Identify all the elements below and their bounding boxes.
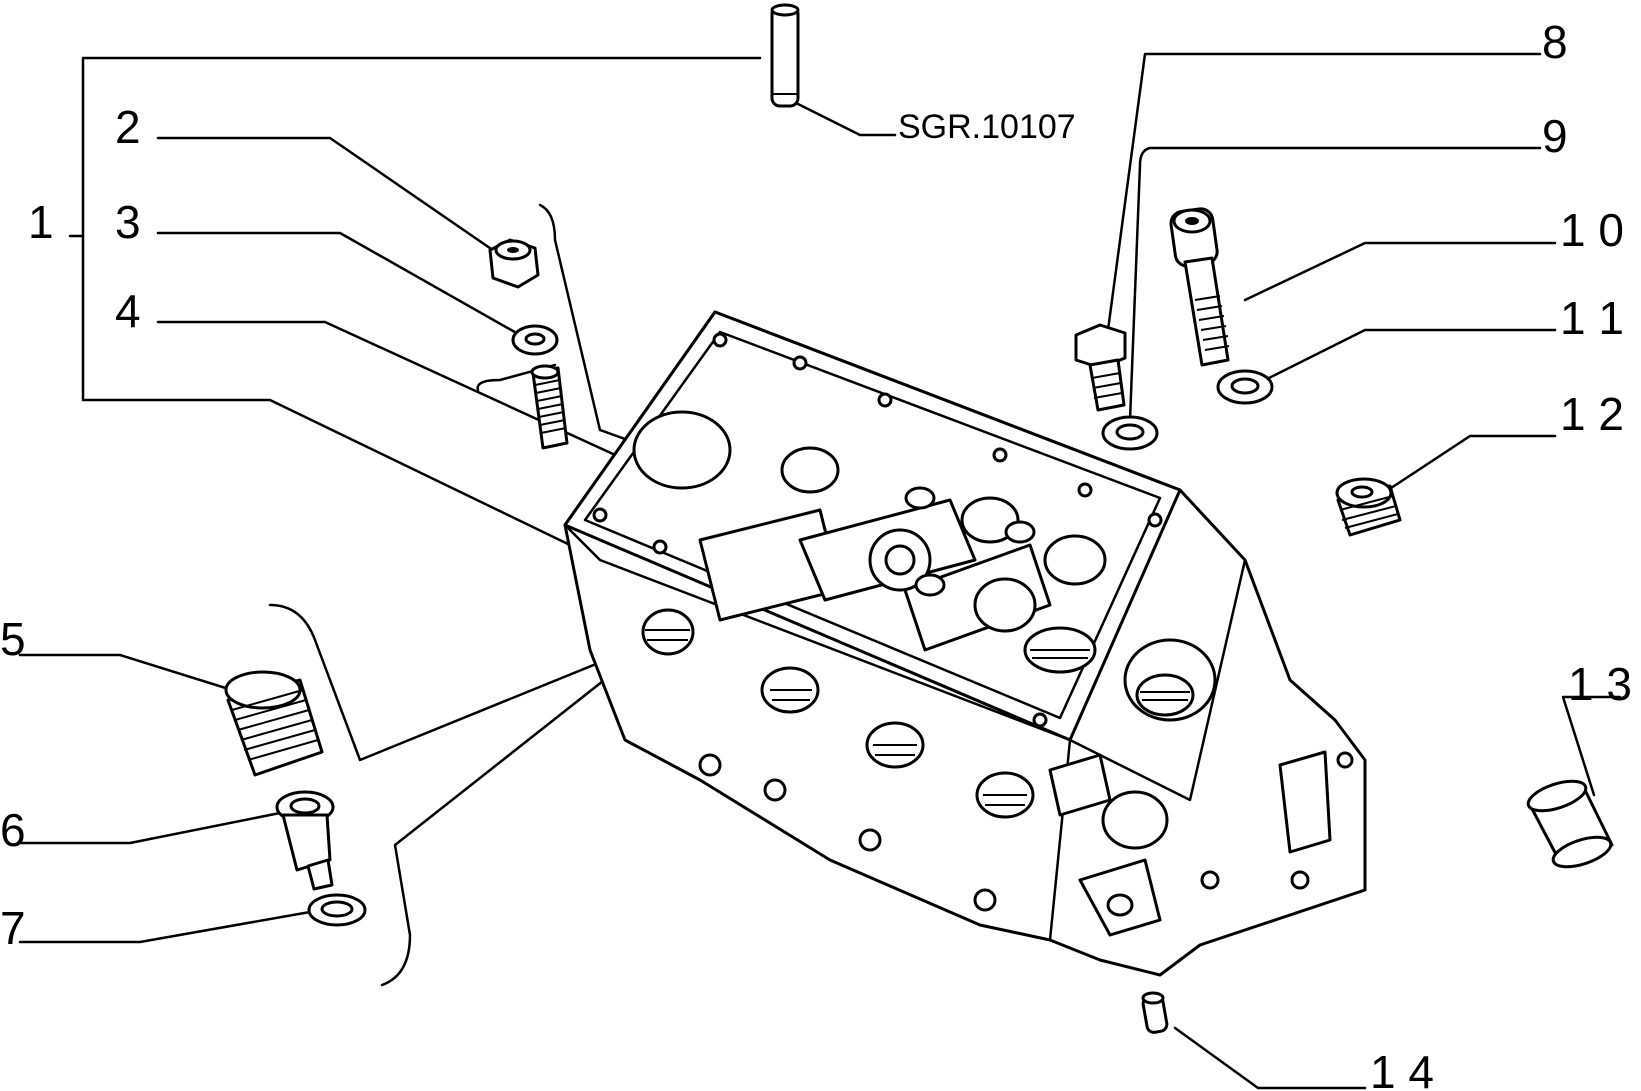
callout-8: 8 <box>1542 16 1568 68</box>
guide-pin-part <box>770 3 800 108</box>
plug-12-part <box>1335 477 1402 537</box>
callout-1: 1 <box>28 196 54 248</box>
callout-10: 1 0 <box>1560 204 1624 256</box>
cylinder-head-part <box>563 310 1367 977</box>
threaded-plug-5-part <box>224 670 324 777</box>
stud-part <box>530 364 569 450</box>
callout-14: 1 4 <box>1370 1046 1434 1091</box>
callout-6: 6 <box>0 804 26 856</box>
washer-part-3 <box>511 324 559 356</box>
callout-7: 7 <box>0 902 26 954</box>
callout-11: 1 1 <box>1560 292 1624 344</box>
callout-labels: 1 2 3 4 5 6 7 8 9 1 0 1 1 1 2 1 3 1 4 SG… <box>0 16 1632 1091</box>
bolt-8-part <box>1074 323 1127 412</box>
screw-10-part <box>1169 207 1230 367</box>
callout-12: 1 2 <box>1560 388 1624 440</box>
nut-part <box>488 238 540 289</box>
seal-ring-13-part <box>1526 779 1614 869</box>
callout-3: 3 <box>115 196 141 248</box>
callout-4: 4 <box>115 285 141 337</box>
washer-9-part <box>1101 415 1159 451</box>
plug-6-part <box>275 790 335 891</box>
part-code-label: SGR.10107 <box>898 108 1076 146</box>
callout-5: 5 <box>0 613 26 665</box>
callout-2: 2 <box>115 101 141 153</box>
callout-13: 1 3 <box>1568 658 1632 710</box>
dowel-14-part <box>1141 991 1169 1034</box>
washer-7-part <box>307 893 367 927</box>
callout-9: 9 <box>1542 110 1568 162</box>
washer-11-part <box>1216 369 1274 405</box>
